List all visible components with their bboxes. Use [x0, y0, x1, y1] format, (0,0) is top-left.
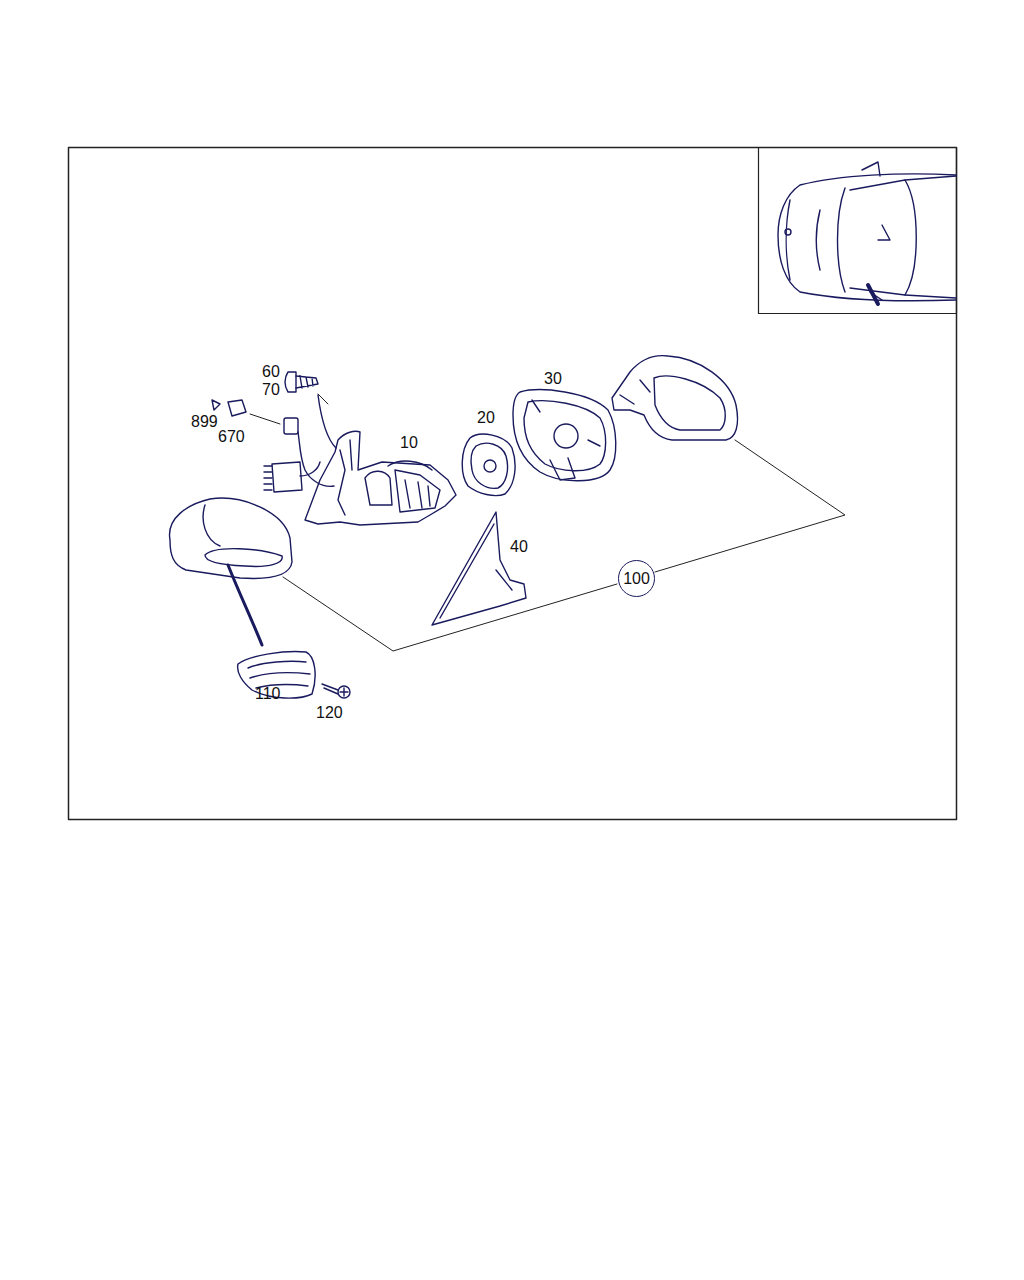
callout-number: 40: [508, 538, 530, 556]
callout-number: 20: [475, 409, 497, 427]
callout-number: 70: [260, 381, 282, 399]
callout-number: 670: [216, 428, 247, 446]
callout-circle: 100: [618, 560, 655, 597]
callout-number: 110: [253, 685, 283, 703]
callout-number: 899: [189, 413, 220, 431]
callout-number: 30: [542, 370, 564, 388]
callout-number: 60: [260, 363, 282, 381]
callout-number: 120: [314, 704, 345, 722]
callout-number: 100: [623, 571, 650, 587]
callout-number: 10: [398, 434, 420, 452]
